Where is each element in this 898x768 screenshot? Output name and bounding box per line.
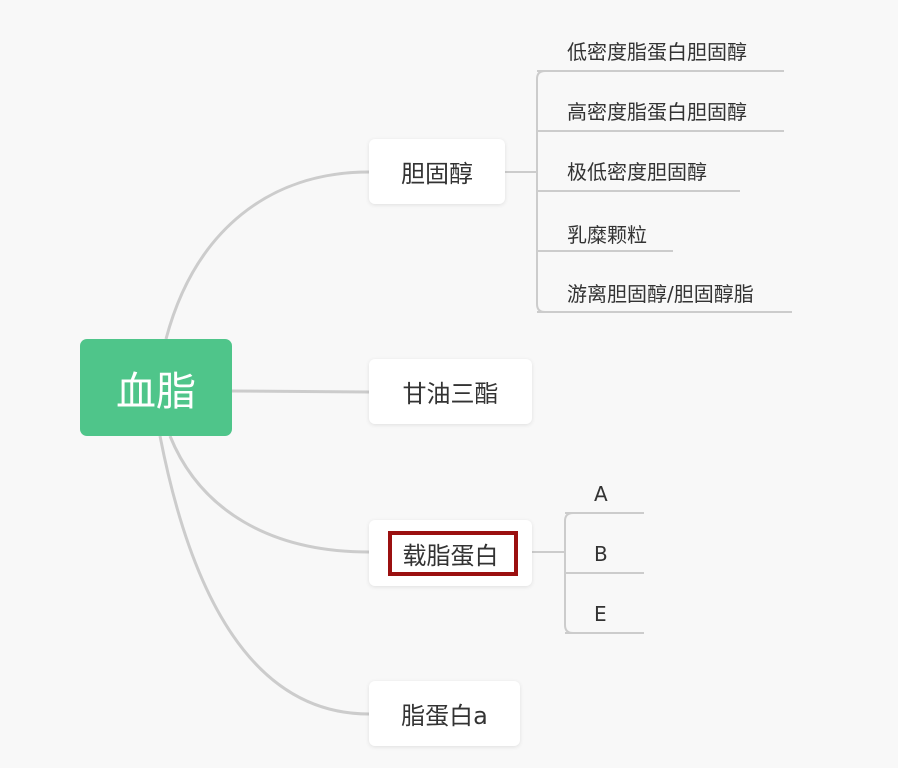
branch-label: 载脂蛋白 <box>402 541 499 570</box>
root-label: 血脂 <box>116 368 196 415</box>
branch-node-lipoprotein-a[interactable]: 脂蛋白a <box>369 681 520 746</box>
link-root-to-lipoprotein-a <box>158 435 370 716</box>
leaf-apo-e[interactable]: E <box>594 602 607 626</box>
branch-node-apolipoprotein[interactable]: 载脂蛋白 <box>369 520 532 586</box>
branch-label: 胆固醇 <box>401 160 473 188</box>
leaf-apo-b[interactable]: B <box>594 542 608 566</box>
leaf-chylomicron[interactable]: 乳糜颗粒 <box>567 223 647 247</box>
branch-label: 甘油三酯 <box>402 380 499 408</box>
leaf-vldl-cholesterol[interactable]: 极低密度胆固醇 <box>567 160 707 184</box>
branch-label: 脂蛋白a <box>401 702 488 730</box>
branch-node-triglyceride[interactable]: 甘油三酯 <box>369 359 532 424</box>
link-root-to-triglyceride <box>231 389 370 394</box>
leaf-apo-a[interactable]: A <box>594 482 608 506</box>
leaf-ldl-cholesterol[interactable]: 低密度脂蛋白胆固醇 <box>567 40 747 64</box>
branch-node-cholesterol[interactable]: 胆固醇 <box>369 139 505 204</box>
link-root-to-apolipoprotein <box>168 435 370 554</box>
leaf-hdl-cholesterol[interactable]: 高密度脂蛋白胆固醇 <box>567 100 747 124</box>
root-node[interactable]: 血脂 <box>80 339 232 436</box>
leaf-free-cholesterol[interactable]: 游离胆固醇/胆固醇脂 <box>567 282 754 306</box>
link-root-to-cholesterol <box>164 170 370 340</box>
